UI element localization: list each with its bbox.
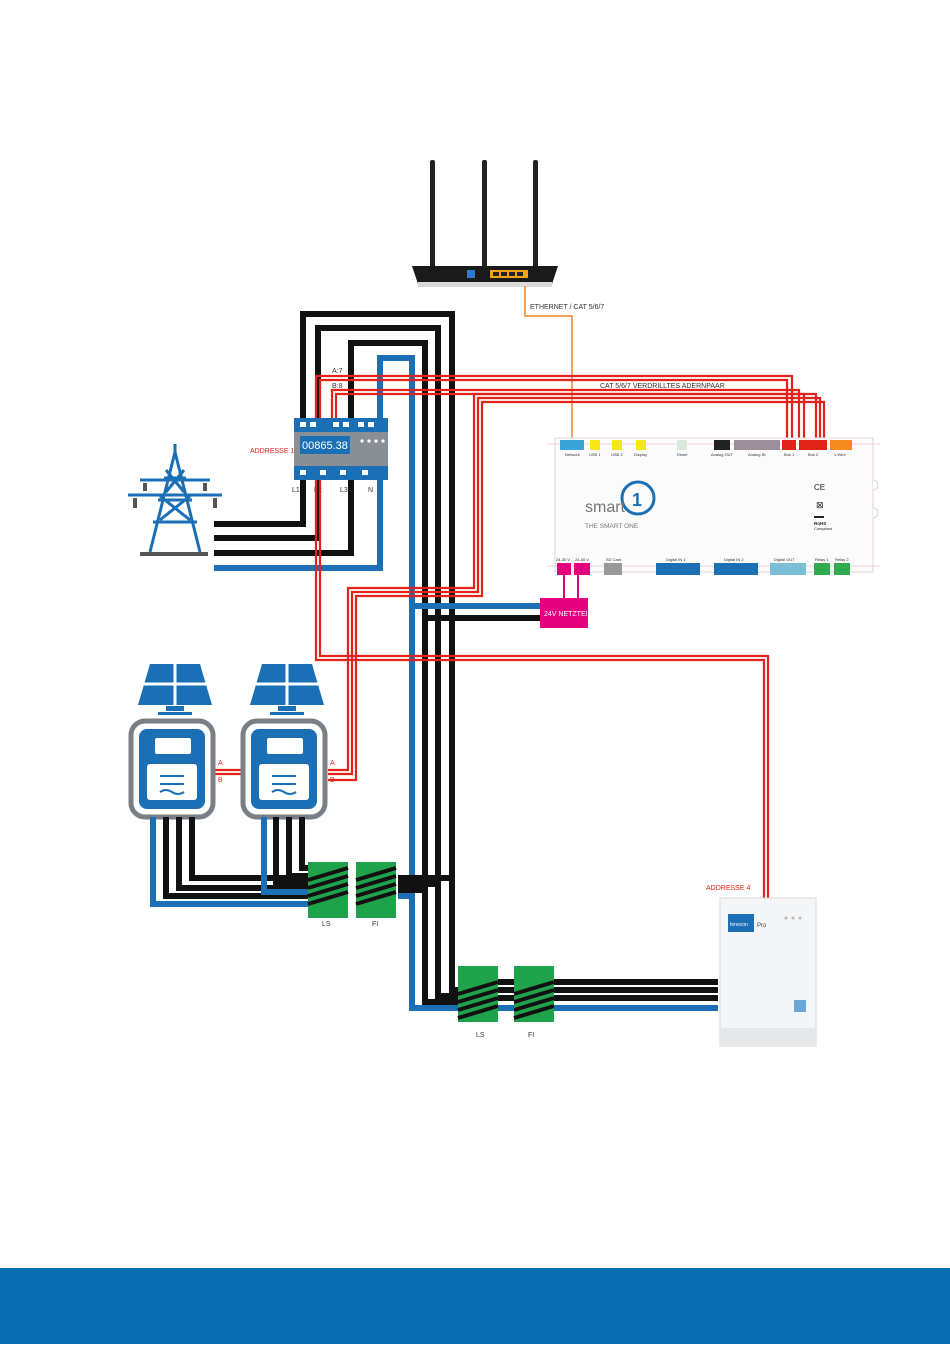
energy-meter (294, 418, 388, 480)
port-bus1: Bus 1 (784, 452, 795, 457)
phase-l3-label: L3 (340, 487, 348, 494)
smart-number: 1 (632, 490, 642, 510)
ethernet-cable (524, 286, 573, 440)
breaker-fi-upper (355, 862, 397, 918)
cat-pair-label: CAT 5/6/7 VERDRILLTES ADERNPAAR (600, 383, 725, 390)
phase-l1-label: L1 (292, 487, 300, 494)
router (412, 160, 558, 287)
port-digital-in1: Digital IN 1 (666, 557, 686, 562)
rohs-mark: RoHS (814, 521, 826, 526)
port-relay1: Relay 1 (815, 557, 829, 562)
port-24v-b: 24-30 V (575, 557, 589, 562)
bus-wiring (214, 374, 826, 900)
inv2-b-label: B (330, 777, 335, 784)
solar-panel-icon-2 (250, 664, 324, 715)
solar-panel-icon (138, 664, 212, 715)
port-digital-in2: Digital IN 2 (724, 557, 744, 562)
footer-bar (0, 1268, 950, 1344)
power-supply (540, 598, 588, 628)
address4-label: ADDRESSE 4 (706, 885, 750, 892)
ls-lower-label: LS (476, 1032, 485, 1039)
rohs-sub: Compliant (814, 526, 833, 531)
inv1-a-label: A (218, 760, 223, 767)
port-reset: Reset (677, 452, 688, 457)
weee-icon: ⊠ (816, 500, 824, 510)
port-network: Network (565, 452, 580, 457)
port-digital-out: Digital OUT (774, 557, 795, 562)
port-sd-card: SD Card (606, 557, 621, 562)
port-analog-out: Analog OUT (711, 452, 734, 457)
bus-b-label: B:8 (332, 383, 343, 390)
port-display: Display (634, 452, 647, 457)
breaker-ls-lower (457, 966, 499, 1022)
fi-upper-label: FI (372, 921, 378, 928)
inverter-wiring (150, 817, 452, 907)
smart-one-controller (547, 437, 880, 575)
port-1wire: 1-Wire (834, 452, 847, 457)
battery-model: Pro (757, 923, 767, 929)
phase-n-label: N (368, 487, 373, 494)
fi-lower-label: FI (528, 1032, 534, 1039)
inv2-a-label: A (330, 760, 335, 767)
battery-brand: fenecon (730, 922, 748, 928)
battery-wiring (498, 979, 718, 1011)
port-analog-in: Analog IN (748, 452, 766, 457)
address1-label: ADDRESSE 1 (250, 448, 294, 455)
power-supply-label: 24V NETZTEIL (544, 611, 592, 618)
inverter-1 (128, 718, 216, 820)
port-24v-a: 24-30 V (556, 557, 570, 562)
smart-tagline: THE SMART ONE (585, 523, 639, 530)
bus-a-label: A:7 (332, 368, 343, 375)
breaker-ls-upper (307, 862, 349, 918)
port-relay2: Relay 2 (835, 557, 849, 562)
port-usb1: USB 1 (589, 452, 601, 457)
smart-brand: smart (585, 499, 626, 516)
meter-display: 00865.38 (302, 440, 348, 452)
port-usb2: USB 2 (611, 452, 623, 457)
ethernet-label: ETHERNET / CAT 5/6/7 (530, 304, 604, 311)
ce-mark: CE (814, 483, 825, 492)
ls-upper-label: LS (322, 921, 331, 928)
phase-l2-label: L2 (314, 487, 322, 494)
port-bus2: Bus 2 (808, 452, 819, 457)
inv1-b-label: B (218, 777, 223, 784)
breaker-fi-lower (513, 966, 555, 1022)
inverter-2 (240, 718, 328, 820)
battery-storage (719, 897, 817, 1047)
power-pylon-icon (128, 444, 222, 556)
